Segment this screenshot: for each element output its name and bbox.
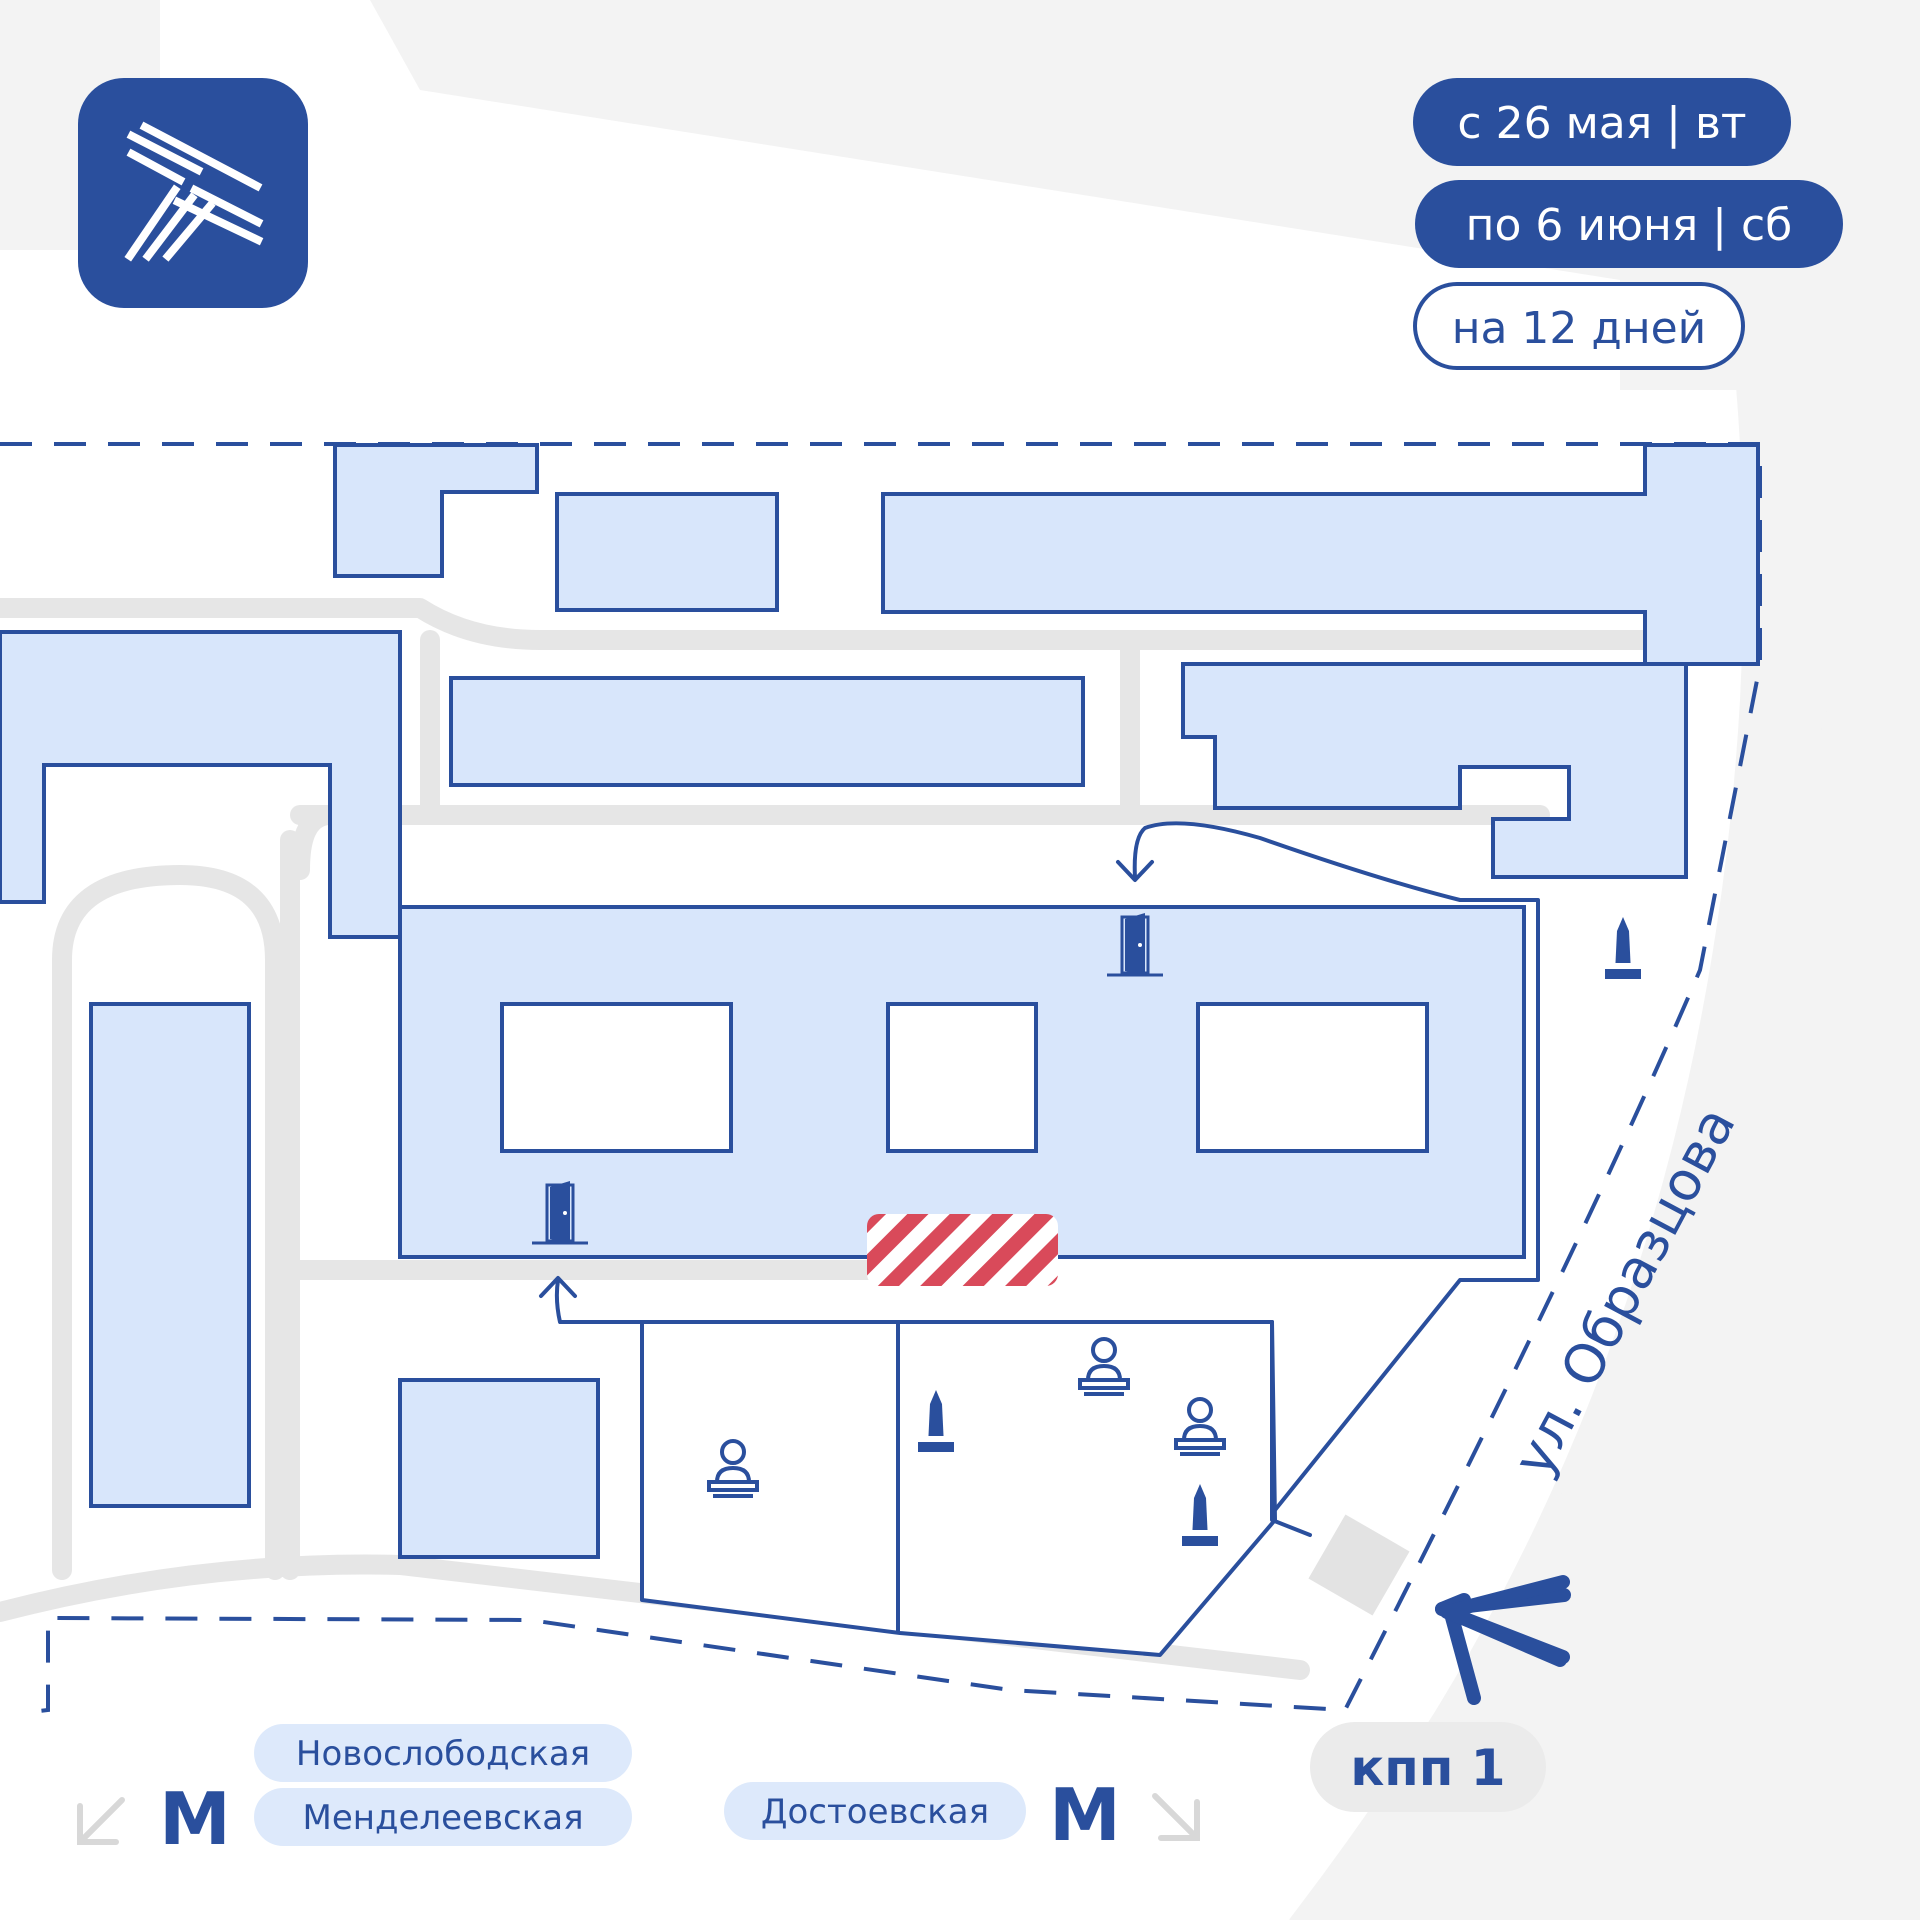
building-sw bbox=[398, 1378, 600, 1559]
end-date-label: по 6 июня | сб bbox=[1466, 200, 1793, 251]
end-date-pill bbox=[1415, 180, 1843, 268]
station-dostoevskaya: Достоевская bbox=[761, 1792, 989, 1832]
building-mid bbox=[449, 676, 1085, 787]
route-arrows bbox=[539, 860, 1154, 1298]
building-n2 bbox=[555, 492, 779, 612]
arrow-se-icon bbox=[1152, 1793, 1200, 1841]
checkpoint-pill bbox=[1310, 1722, 1546, 1812]
entry-route bbox=[554, 821, 1540, 1537]
station-pill bbox=[724, 1782, 1026, 1840]
monument-icon bbox=[1605, 917, 1641, 979]
checkpoint-arrow-head bbox=[1440, 1575, 1570, 1664]
metro-icon: М bbox=[159, 1777, 231, 1861]
building-nw-l bbox=[333, 443, 539, 578]
duration-pill bbox=[1413, 282, 1745, 370]
duration-label: на 12 дней bbox=[1452, 303, 1707, 354]
station-pill bbox=[254, 1724, 632, 1782]
roads bbox=[0, 598, 1660, 1680]
start-date-label: с 26 мая | вт bbox=[1457, 98, 1746, 149]
station-novoslobodskaya: Новослободская bbox=[296, 1734, 590, 1774]
buildings bbox=[0, 443, 1760, 1559]
arrow-sw-icon bbox=[77, 1797, 125, 1845]
building-west-tall bbox=[89, 1002, 251, 1508]
building-n-long bbox=[881, 443, 1760, 666]
start-date-pill bbox=[1413, 78, 1791, 166]
courtyards bbox=[500, 1002, 1429, 1153]
checkpoint-booth bbox=[1308, 1514, 1410, 1616]
station-mendeleevskaya: Менделеевская bbox=[302, 1798, 583, 1838]
building-west bbox=[0, 630, 402, 939]
station-pill bbox=[254, 1788, 632, 1846]
closed-section bbox=[867, 1214, 1058, 1286]
logo-icon bbox=[78, 78, 308, 308]
checkpoint-label: кпп 1 bbox=[1350, 1739, 1505, 1797]
metro-icon: М bbox=[1049, 1773, 1121, 1857]
building-ne bbox=[1181, 662, 1688, 879]
territory-boundary bbox=[0, 442, 1762, 1714]
